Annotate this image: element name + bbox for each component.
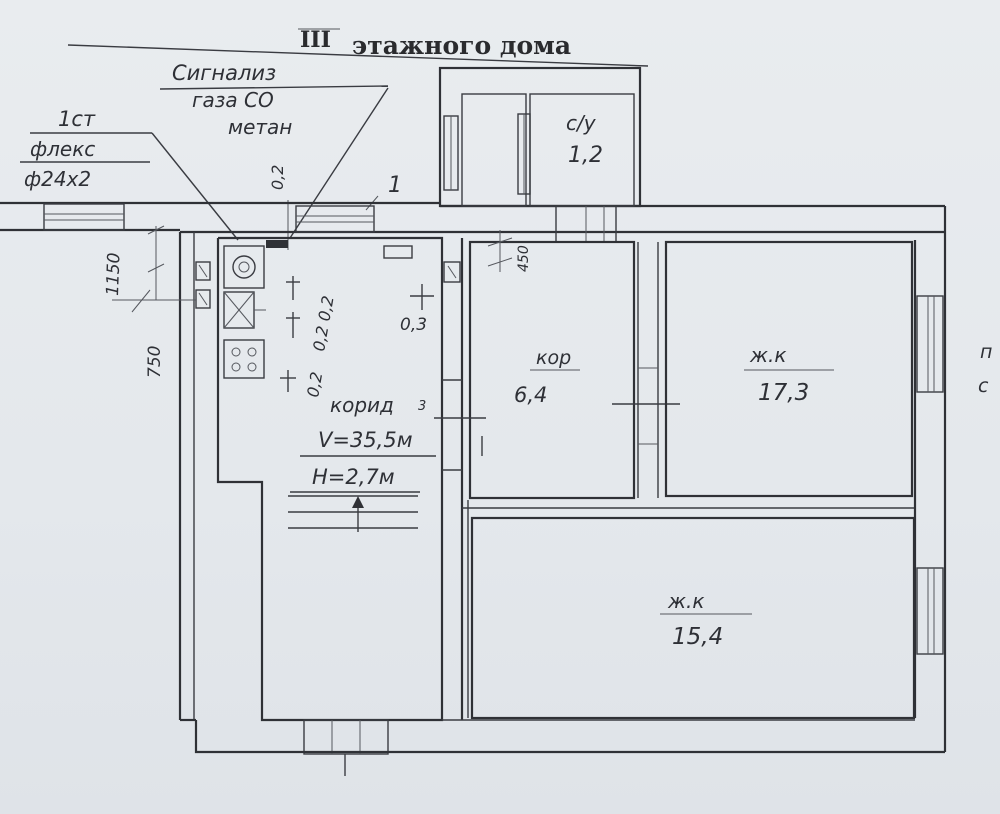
riser-note: 1ст флекс ф24х2	[20, 107, 239, 241]
living-room-2-area: 15,4	[672, 624, 723, 650]
living-room-2-label: ж.к	[667, 589, 704, 613]
header-floor-prefix: III	[300, 27, 331, 53]
gas-alarm-note: Сигнализ газа СО метан	[159, 61, 389, 239]
dim-03: 0,3	[400, 315, 427, 335]
dim-750-leader	[131, 289, 151, 313]
bathroom-block: с/у 1,2	[438, 66, 642, 243]
stove-burner-inner	[238, 261, 250, 273]
marker-one: 1	[388, 173, 402, 198]
gas-alarm-leader	[289, 87, 389, 239]
riser-line-2: флекс	[30, 137, 95, 161]
corridor-area: 6,4	[514, 383, 547, 407]
bathroom-label: с/у	[566, 111, 597, 135]
bathroom-outer	[438, 66, 642, 208]
dim-450-tick-bottom	[487, 257, 513, 267]
stair-arrow-head	[352, 496, 364, 508]
dim-1150-tick-top	[147, 225, 165, 235]
kitchen-corridor-room	[216, 236, 444, 755]
header-title: этажного дома	[352, 31, 571, 60]
cooktop	[223, 339, 265, 379]
riser-leader	[151, 132, 239, 241]
living-room-1-area: 17,3	[758, 380, 809, 406]
corridor-room: кор 6,4 450	[434, 230, 680, 500]
gas-alarm-underline	[159, 85, 389, 90]
dim-1150-tick-bottom	[147, 263, 165, 273]
cooktop-burner-2	[247, 347, 257, 357]
gas-alarm-line-3: метан	[228, 115, 292, 139]
stove-burner	[232, 255, 256, 279]
cooktop-burner-1	[231, 347, 241, 357]
living-room-1-walls	[664, 240, 914, 498]
window-north-left	[43, 203, 125, 231]
living-room-1-label: ж.к	[749, 343, 786, 367]
corridor-main-label: корид	[330, 393, 394, 417]
dim-450-tick-top	[487, 237, 513, 247]
header-rule	[67, 44, 649, 67]
partition-niche	[443, 261, 461, 283]
cooktop-burner-3	[231, 362, 241, 372]
dim-450: 450	[516, 245, 532, 272]
gas-pipe-marks	[280, 276, 434, 392]
boiler-cross-2	[223, 291, 255, 329]
dim-1150: 1150	[103, 252, 124, 296]
dim-02-stack: 0,2 0,2	[309, 294, 337, 352]
dim-02-left: 0,2	[303, 370, 326, 398]
corridor-label: кор	[536, 347, 571, 369]
gas-alarm-line-2: газа СО	[192, 88, 274, 112]
bathroom-area: 1,2	[568, 143, 603, 168]
living-room-1: ж.к 17,3	[664, 240, 914, 498]
south-door	[303, 719, 389, 755]
west-wall-niche-1-mark	[198, 264, 208, 278]
riser-line-1: 1ст	[58, 107, 96, 131]
bathroom-left-cell	[461, 93, 527, 207]
cutoff-text-1: п	[980, 341, 992, 363]
window-east-lower	[916, 567, 944, 655]
gas-meter	[266, 240, 288, 248]
window-north-kitchen	[295, 205, 375, 233]
living-room-2: ж.к 15,4	[462, 500, 916, 720]
west-wall-niche-1	[195, 261, 211, 281]
dim-750: 750	[145, 346, 165, 378]
kitchen-corridor-walls	[216, 236, 444, 722]
sink	[383, 245, 413, 259]
window-east-upper	[916, 295, 944, 393]
living-room-2-walls	[470, 516, 916, 720]
stove	[223, 245, 265, 289]
corridor-main-height: H=2,7м	[312, 465, 395, 489]
west-wall	[178, 232, 211, 722]
dim-02-top: 0,2	[268, 165, 287, 190]
corridor-walls	[468, 240, 636, 500]
riser-line-3: ф24х2	[24, 167, 91, 191]
west-wall-niche-2	[195, 289, 211, 309]
partition-niche-mark	[447, 265, 457, 279]
cooktop-burner-4	[247, 362, 257, 372]
cutoff-text-2: с	[978, 375, 989, 397]
gas-alarm-line-1: Сигнализ	[172, 61, 276, 85]
south-wall-outer	[194, 720, 945, 754]
corridor-main-mark: 3	[418, 399, 426, 414]
west-wall-niche-2-mark	[198, 292, 208, 306]
corridor-main-volume: V=35,5м	[318, 428, 413, 452]
